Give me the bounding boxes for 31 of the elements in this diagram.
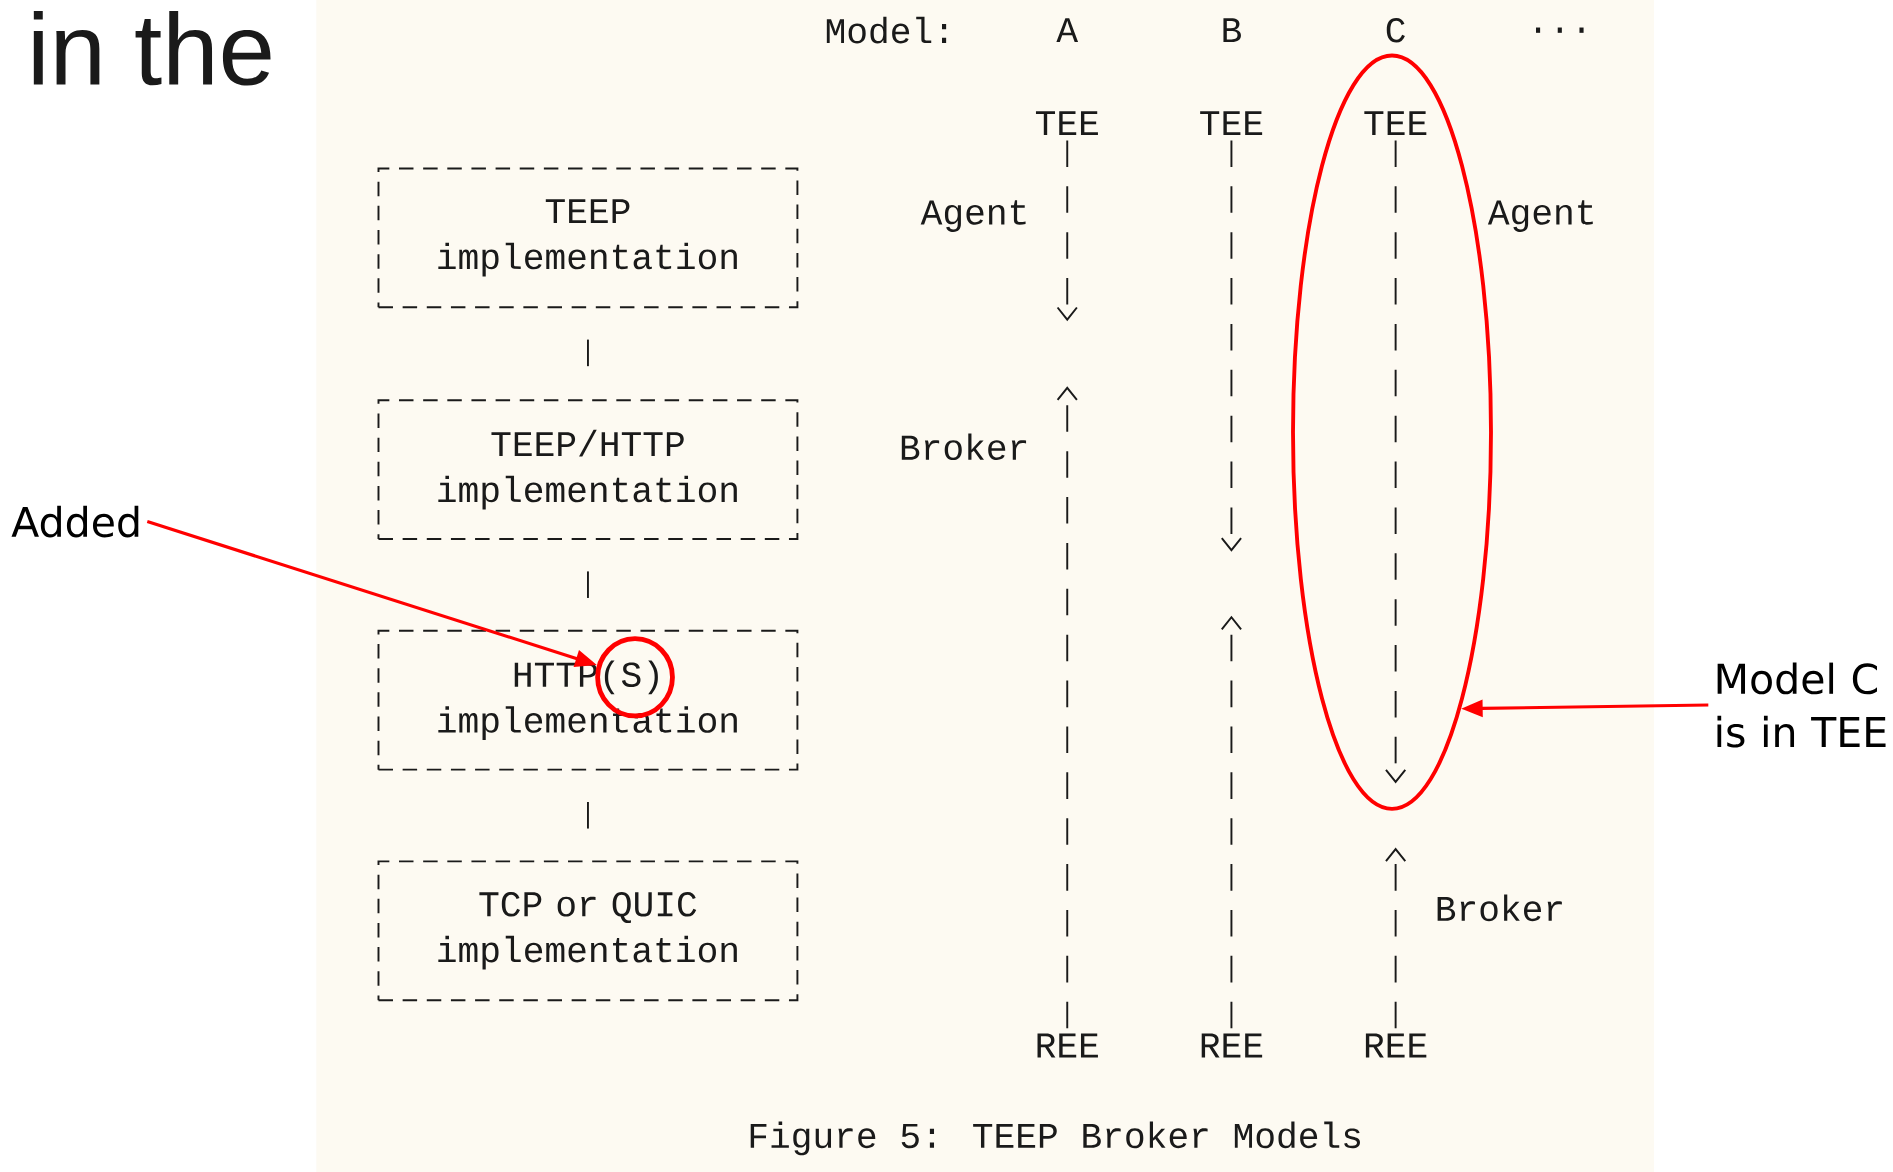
- connector-line: [587, 570, 589, 600]
- column-label: REE: [1201, 1033, 1263, 1058]
- layer-box: TCP or QUIC implementation: [377, 860, 799, 1002]
- arrow: [1220, 139, 1243, 552]
- arrow: [1385, 139, 1407, 784]
- annotation-text: Model C is in TEE: [1717, 662, 1886, 748]
- column-label: TEE: [1200, 111, 1263, 135]
- column-heading: Model:: [826, 16, 947, 44]
- arrow: [1220, 615, 1243, 1030]
- column-label: REE: [1037, 1033, 1098, 1058]
- column-label: TEE: [1364, 111, 1427, 135]
- caption: Figure 5: TEEP Broker Models: [750, 1121, 1360, 1156]
- edge-label: Broker: [896, 430, 1032, 463]
- arrow: [1056, 139, 1078, 321]
- column-heading: A: [1056, 18, 1079, 42]
- layer-box: TEEP implementation: [377, 167, 799, 309]
- column-label: TEE: [1035, 111, 1098, 135]
- edge-label: Agent: [918, 197, 1032, 235]
- annotation-text: Added: [11, 505, 139, 538]
- column-heading: ...: [1536, 27, 1584, 33]
- arrow: [1385, 847, 1407, 1030]
- arrow: [1056, 386, 1078, 1030]
- connector-line: [587, 338, 589, 369]
- edge-label: Broker: [1432, 892, 1568, 924]
- column-heading: C: [1386, 17, 1405, 43]
- layer-box: TEEP/HTTP implementation: [377, 399, 799, 540]
- column-label: REE: [1365, 1033, 1427, 1058]
- edge-label: Agent: [1485, 197, 1599, 235]
- column-heading: B: [1223, 18, 1241, 42]
- heading-text: in the: [33, 10, 271, 86]
- connector-line: [587, 800, 589, 830]
